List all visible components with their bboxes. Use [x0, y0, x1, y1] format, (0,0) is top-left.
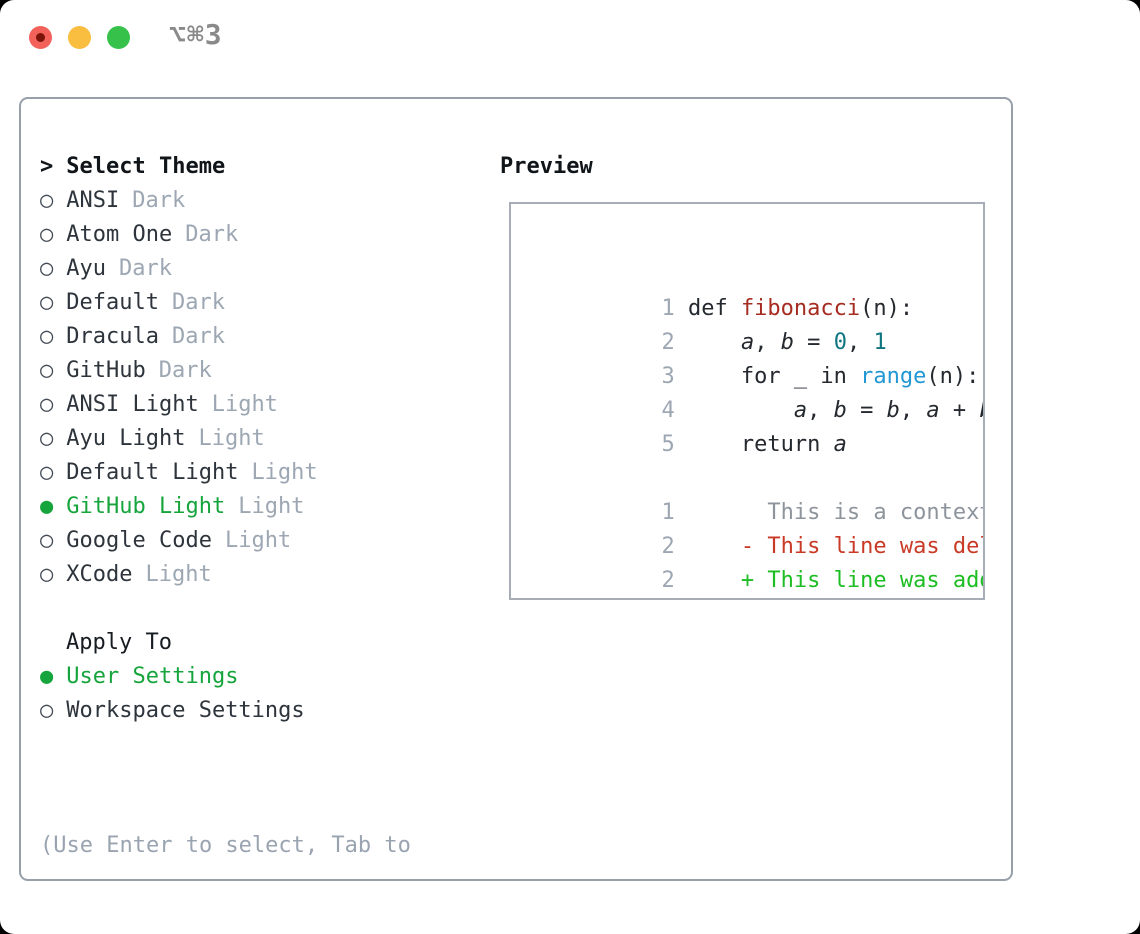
- theme-name: Ayu Light: [66, 425, 186, 451]
- radio-selected-icon: ●: [40, 663, 54, 689]
- line-number: 1: [661, 296, 675, 321]
- apply-option-user-settings[interactable]: ● User Settings: [40, 659, 411, 693]
- theme-variant-tag: Light: [198, 425, 265, 451]
- line-number: 2: [661, 568, 675, 593]
- theme-variant-tag: Dark: [132, 187, 186, 213]
- diff-deleted-line: 2 - This line was deleted.: [661, 534, 983, 559]
- line-number: 3: [661, 364, 675, 389]
- diff-context-line: 1 This is a context line.: [661, 500, 985, 525]
- theme-item-default-dark[interactable]: ○ Default Dark: [40, 285, 411, 319]
- theme-variant-tag: Light: [224, 527, 292, 553]
- code-line: 3 for _ in range(n):: [661, 364, 980, 389]
- radio-icon: ○: [40, 527, 54, 553]
- theme-item-atom-one-dark[interactable]: ○ Atom One Dark: [40, 217, 411, 251]
- radio-icon: ○: [40, 391, 54, 417]
- theme-item-google-code[interactable]: ○ Google Code Light: [40, 523, 411, 557]
- theme-item-default-light[interactable]: ○ Default Light Light: [40, 455, 411, 489]
- line-number: 5: [661, 432, 675, 457]
- theme-item-xcode[interactable]: ○ XCode Light: [40, 557, 411, 591]
- theme-variant-tag: Light: [145, 561, 212, 587]
- radio-icon: ○: [40, 459, 54, 485]
- theme-name: XCode: [66, 561, 133, 587]
- theme-item-github-light-selected[interactable]: ● GitHub Light Light: [40, 489, 411, 523]
- window-title: ⌥⌘3: [169, 18, 223, 51]
- theme-variant-tag: Light: [238, 493, 305, 519]
- prompt-icon: >: [40, 153, 54, 179]
- diff-added-line: 2 + This line was added.: [661, 568, 983, 593]
- theme-name: ANSI Light: [66, 391, 199, 417]
- theme-list: > Select Theme ○ ANSI Dark ○ Atom One Da…: [40, 149, 411, 934]
- preview-heading: Preview: [500, 153, 593, 179]
- radio-icon: ○: [40, 187, 54, 213]
- theme-variant-tag: Dark: [171, 323, 225, 349]
- theme-name: ANSI: [66, 187, 120, 213]
- apply-to-heading: Apply To: [66, 629, 172, 655]
- theme-variant-tag: Dark: [171, 289, 225, 315]
- radio-icon: ○: [40, 697, 54, 723]
- theme-name: Default Light: [66, 459, 239, 485]
- theme-item-ansi-light[interactable]: ○ ANSI Light Light: [40, 387, 411, 421]
- theme-variant-tag: Dark: [185, 221, 239, 247]
- radio-icon: ○: [40, 221, 54, 247]
- theme-name: Atom One: [66, 221, 173, 247]
- theme-selector-panel: > Select Theme ○ ANSI Dark ○ Atom One Da…: [19, 97, 1013, 881]
- apply-to-section: Apply To ● User Settings ○ Workspace Set…: [40, 625, 411, 727]
- zoom-button[interactable]: [107, 26, 130, 49]
- line-number: 4: [661, 398, 675, 423]
- radio-icon: ○: [40, 561, 54, 587]
- code-line: 5 return a: [661, 432, 847, 457]
- radio-icon: ○: [40, 255, 54, 281]
- theme-item-ansi-dark[interactable]: ○ ANSI Dark: [40, 183, 411, 217]
- theme-variant-tag: Dark: [119, 255, 172, 281]
- radio-icon: ○: [40, 425, 54, 451]
- theme-variant-tag: Light: [211, 391, 278, 417]
- radio-icon: ○: [40, 289, 54, 315]
- apply-option-workspace-settings[interactable]: ○ Workspace Settings: [40, 693, 411, 727]
- preview-pane: 1 def fibonacci(n): 2 a, b = 0, 1 3 for …: [509, 202, 985, 600]
- theme-name: Ayu: [66, 255, 106, 281]
- line-number: 2: [661, 330, 675, 355]
- radio-icon: ○: [40, 357, 54, 383]
- keyboard-hint: (Use Enter to select, Tab to change focu…: [40, 761, 411, 934]
- line-number: 1: [661, 500, 675, 525]
- theme-variant-tag: Dark: [158, 357, 212, 383]
- radio-icon: ○: [40, 323, 54, 349]
- theme-name: Google Code: [66, 527, 212, 553]
- theme-name: Dracula: [66, 323, 159, 349]
- window-controls: [29, 26, 130, 49]
- minimize-button[interactable]: [68, 26, 91, 49]
- close-button[interactable]: [29, 26, 52, 49]
- theme-name: GitHub Light: [66, 493, 226, 519]
- code-line: 2 a, b = 0, 1: [661, 330, 887, 355]
- line-number: 2: [661, 534, 675, 559]
- code-line: 4 a, b = b, a + b: [661, 398, 983, 423]
- select-theme-heading-row: > Select Theme: [40, 149, 411, 183]
- select-theme-heading: Select Theme: [66, 153, 226, 179]
- code-line: 1 def fibonacci(n):: [661, 296, 914, 321]
- theme-variant-tag: Light: [251, 459, 318, 485]
- apply-option-label: User Settings: [66, 663, 239, 689]
- theme-item-ayu-light[interactable]: ○ Ayu Light Light: [40, 421, 411, 455]
- theme-item-github-dark[interactable]: ○ GitHub Dark: [40, 353, 411, 387]
- theme-name: GitHub: [66, 357, 146, 383]
- apply-option-label: Workspace Settings: [66, 697, 305, 723]
- theme-item-ayu-dark[interactable]: ○ Ayu Dark: [40, 251, 411, 285]
- theme-item-dracula-dark[interactable]: ○ Dracula Dark: [40, 319, 411, 353]
- theme-name: Default: [66, 289, 159, 315]
- radio-selected-icon: ●: [40, 493, 54, 519]
- keyboard-hint-line1: (Use Enter to select, Tab to: [40, 833, 411, 858]
